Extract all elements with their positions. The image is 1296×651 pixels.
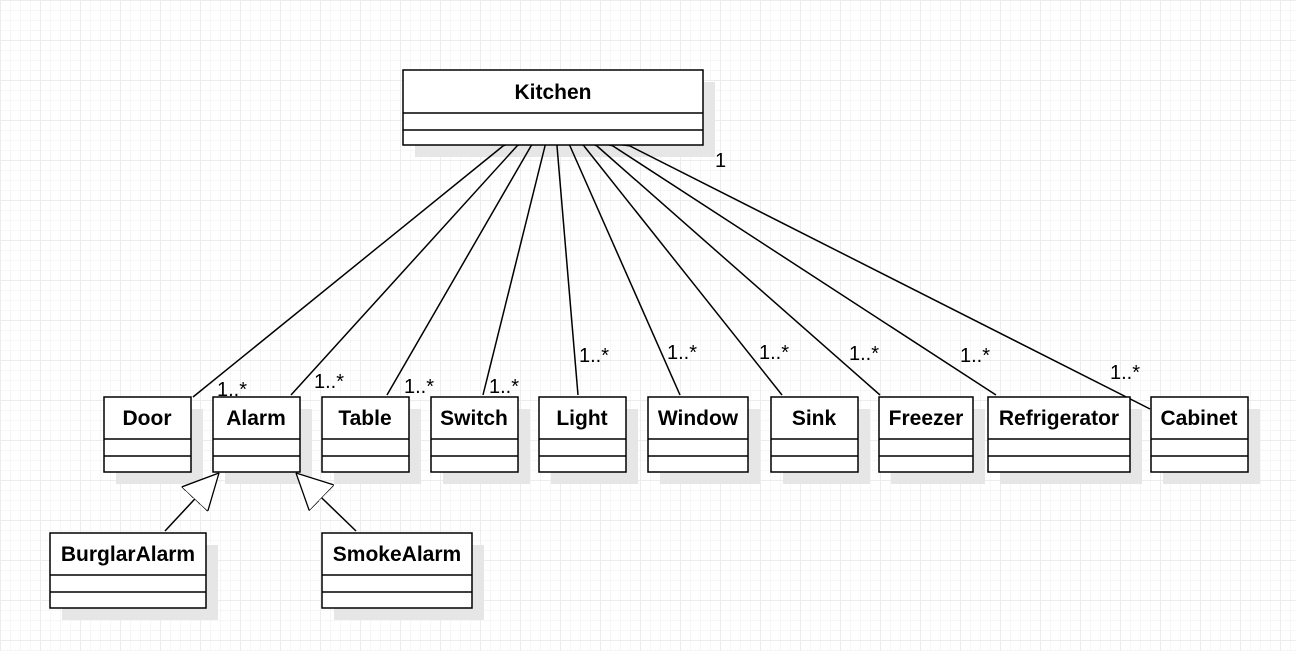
kitchen-name: Kitchen bbox=[514, 81, 591, 104]
mult-sink: 1..* bbox=[759, 342, 789, 364]
aggregation-lines bbox=[192, 146, 1151, 410]
mult-kitchen: 1 bbox=[715, 150, 726, 172]
class-burglar-alarm[interactable] bbox=[49, 532, 207, 609]
class-freezer[interactable] bbox=[878, 396, 974, 473]
table-name: Table bbox=[338, 407, 391, 430]
class-boxes bbox=[49, 69, 1249, 609]
sink-name: Sink bbox=[792, 407, 837, 430]
class-switch[interactable] bbox=[430, 396, 519, 473]
mult-window: 1..* bbox=[667, 342, 697, 364]
mult-switch: 1..* bbox=[489, 376, 519, 398]
inherit-smoke-alarm bbox=[296, 473, 357, 532]
cabinet-name: Cabinet bbox=[1160, 407, 1237, 430]
class-table[interactable] bbox=[321, 396, 410, 473]
agg-light bbox=[557, 146, 579, 396]
mult-table: 1..* bbox=[404, 376, 434, 398]
mult-cabinet: 1..* bbox=[1110, 362, 1140, 384]
class-door[interactable] bbox=[103, 396, 192, 473]
class-kitchen[interactable] bbox=[402, 69, 704, 146]
mult-door: 1..* bbox=[217, 379, 247, 401]
freezer-name: Freezer bbox=[889, 407, 964, 430]
agg-cabinet bbox=[630, 146, 1151, 410]
switch-name: Switch bbox=[440, 407, 508, 430]
generalization-lines bbox=[164, 473, 357, 532]
agg-window bbox=[570, 146, 681, 396]
class-cabinet[interactable] bbox=[1150, 396, 1249, 473]
class-window[interactable] bbox=[647, 396, 749, 473]
alarm-name: Alarm bbox=[226, 407, 286, 430]
window-name: Window bbox=[658, 407, 739, 430]
class-alarm[interactable] bbox=[212, 396, 301, 473]
burglar-alarm-name: BurglarAlarm bbox=[61, 543, 195, 566]
agg-freezer bbox=[597, 146, 881, 396]
class-refrigerator[interactable] bbox=[987, 396, 1131, 473]
mult-alarm: 1..* bbox=[314, 371, 344, 393]
agg-sink bbox=[584, 146, 783, 396]
class-sink[interactable] bbox=[770, 396, 859, 473]
smoke-alarm-name: SmokeAlarm bbox=[333, 543, 461, 566]
agg-table bbox=[386, 146, 531, 396]
multiplicity-labels: 1 1..* 1..* 1..* 1..* 1..* 1..* 1..* 1..… bbox=[217, 150, 1140, 401]
class-names: Kitchen Door Alarm Table Switch Light Wi… bbox=[61, 81, 1238, 566]
class-smoke-alarm[interactable] bbox=[321, 532, 473, 609]
door-name: Door bbox=[123, 407, 172, 430]
light-name: Light bbox=[556, 407, 607, 430]
class-light[interactable] bbox=[538, 396, 627, 473]
inherit-burglar-alarm bbox=[164, 473, 219, 532]
mult-light: 1..* bbox=[579, 345, 609, 367]
refrigerator-name: Refrigerator bbox=[999, 407, 1119, 430]
agg-switch bbox=[482, 146, 545, 396]
mult-freezer: 1..* bbox=[849, 343, 879, 365]
mult-refrigerator: 1..* bbox=[960, 345, 990, 367]
agg-refrigerator bbox=[613, 146, 997, 396]
agg-alarm bbox=[290, 146, 517, 396]
agg-door bbox=[192, 146, 503, 398]
